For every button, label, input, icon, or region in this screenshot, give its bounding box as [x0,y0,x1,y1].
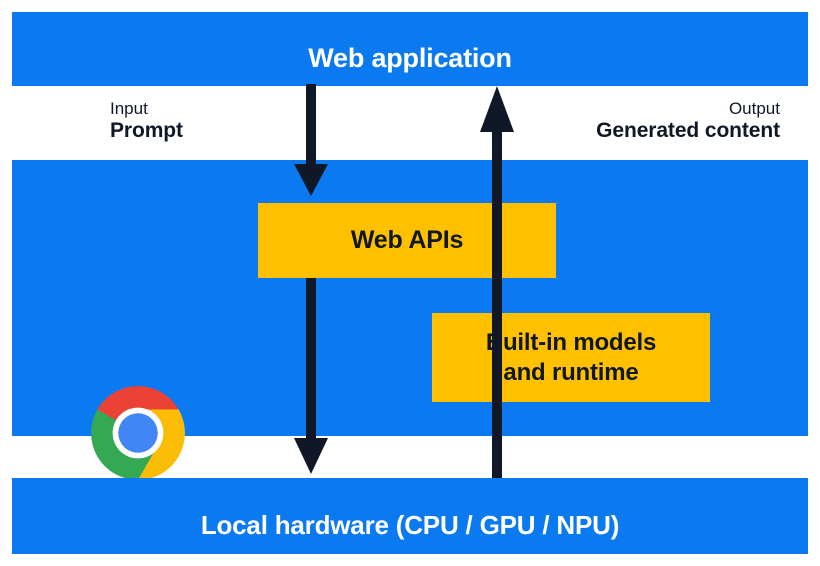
band-local-hardware-label: Local hardware (CPU / GPU / NPU) [200,510,620,540]
output-value-label: Generated content [596,118,780,142]
box-builtin-models-line1: Built-in models [485,329,657,357]
arrow-down-icon-input [288,84,334,198]
input-value-label: Prompt [110,118,183,142]
arrow-up-icon-output [474,86,520,482]
input-label-group: Input Prompt [110,99,183,143]
chrome-logo-icon [91,386,185,480]
output-label-group: Output Generated content [596,99,780,143]
box-web-apis[interactable]: Web APIs [258,203,556,278]
band-web-application-label: Web application [308,43,512,73]
box-web-apis-label: Web APIs [350,226,464,255]
band-web-application: Web application [12,12,808,86]
chrome-logo-red-segment [97,386,179,422]
arrow-down-icon-hardware [288,278,334,476]
box-builtin-models[interactable]: Built-in models and runtime [432,313,710,402]
chrome-logo-green-segment [91,409,159,480]
input-kind-label: Input [110,99,148,118]
band-local-hardware: Local hardware (CPU / GPU / NPU) [12,478,808,554]
chrome-logo-blue-center [118,413,158,453]
chrome-logo-yellow-segment [138,409,185,480]
output-kind-label: Output [728,99,780,118]
box-builtin-models-line2: and runtime [503,358,639,386]
